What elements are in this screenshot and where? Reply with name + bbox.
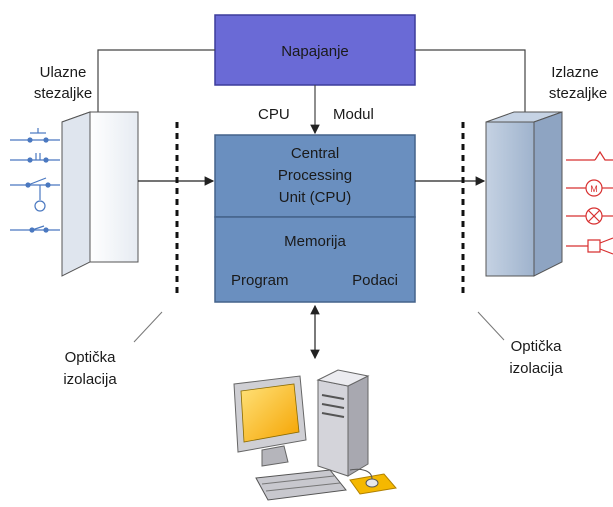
computer-illustration (233, 369, 397, 501)
cpu-line-2: Processing (278, 167, 352, 184)
cpu-box (214, 134, 416, 218)
power-line-to-inputs (93, 49, 215, 132)
keyboard-keys-1 (261, 475, 335, 485)
input-switch-1 (10, 128, 60, 143)
output-motor-symbol: M (566, 179, 613, 197)
tower-drive-1 (321, 394, 345, 400)
data-label: Podaci (352, 272, 398, 289)
tower-drive-2 (321, 403, 345, 409)
optical-isolation-right-pointer (477, 311, 505, 341)
output-terminals-block: Izlazne stezaljke (485, 64, 607, 277)
output-block-front (485, 121, 535, 277)
output-lamp-symbol (566, 207, 613, 225)
tower-side (347, 375, 369, 477)
mouse (365, 478, 379, 488)
input-switch-3 (10, 177, 60, 212)
power-supply-block: Napajanje (214, 14, 416, 86)
monitor-stand (261, 445, 289, 467)
output-relay-symbol (566, 150, 613, 161)
input-terminals-block: Ulazne stezaljke (34, 64, 139, 277)
output-horn-symbol (566, 237, 613, 255)
output-block-side (533, 111, 563, 277)
output-terminals-label-line-2: stezaljke (549, 85, 607, 102)
motor-letter: M (590, 184, 598, 194)
power-lines (93, 49, 530, 135)
memory-label: Memorija (284, 233, 346, 250)
cpu-line-3: Unit (CPU) (279, 189, 352, 206)
keyboard (255, 469, 347, 501)
input-switch-2 (10, 153, 60, 163)
input-switches (10, 128, 60, 233)
keyboard-keys-2 (265, 482, 341, 492)
output-devices: M (566, 150, 613, 255)
optical-isolation-right-line-1: Optička (511, 338, 563, 355)
optical-isolation-left-pointer (133, 311, 163, 343)
cpu-caption: CPU (258, 106, 290, 123)
power-line-to-outputs (415, 49, 530, 132)
program-label: Program (231, 272, 289, 289)
optical-isolation-right-line-2: izolacija (509, 360, 563, 377)
mouse-cable (349, 468, 373, 480)
monitor-screen (240, 383, 300, 443)
input-terminals-label-line-1: Ulazne (40, 64, 87, 81)
optical-isolation-left-line-1: Optička (65, 349, 117, 366)
input-block-side (61, 111, 91, 277)
optical-isolation-left-line-2: izolacija (63, 371, 117, 388)
cpu-line-1: Central (291, 145, 339, 162)
input-block-front (89, 111, 139, 263)
memory-box (214, 216, 416, 303)
module-caption: Modul (333, 106, 374, 123)
tower-top (316, 369, 370, 387)
tower-drive-3 (321, 412, 345, 418)
cpu-module: Central Processing Unit (CPU) Memorija P… (214, 134, 416, 303)
output-terminals-label-line-1: Izlazne (551, 64, 599, 81)
input-terminals-label-line-2: stezaljke (34, 85, 92, 102)
power-supply-label: Napajanje (281, 43, 349, 60)
power-supply-box (214, 14, 416, 86)
input-switch-4 (10, 225, 60, 233)
